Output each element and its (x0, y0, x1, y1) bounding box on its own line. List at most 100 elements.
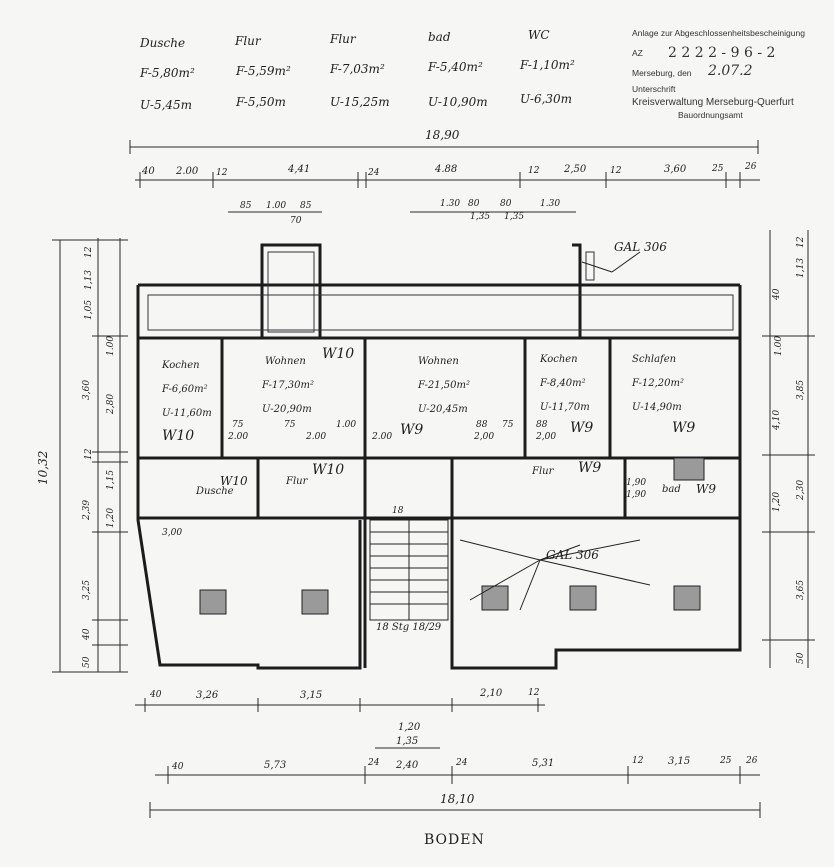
stamp-title: Anlage zur Abgeschlossenheitsbescheinigu… (632, 28, 805, 38)
window-tag: W9 (696, 482, 716, 496)
dim-right: 12 (796, 236, 806, 248)
dim-left: 2,39 (82, 499, 92, 520)
rooms-table-area: F-1,10m² (520, 58, 575, 72)
dim-left: 1.00 (106, 335, 116, 356)
dim-left: 1,20 (106, 507, 116, 528)
room-area: F-6,60m² (162, 384, 208, 395)
dim-bottom: 12 (528, 688, 540, 698)
room-perimeter: U-11,70m (540, 402, 590, 413)
rooms-table-header: Flur (235, 34, 261, 48)
dim-right: 3,85 (796, 379, 806, 400)
plan-title: BODEN (424, 832, 485, 848)
dim-top: 25 (712, 164, 724, 174)
rooms-table-perimeter: U-15,25m (330, 95, 390, 109)
dim-window: 1,35 (470, 212, 491, 222)
room-name: Kochen (162, 360, 200, 371)
dim-door: 2.00 (372, 432, 393, 442)
rooms-table-header: Flur (330, 32, 356, 46)
rooms-table-header: WC (528, 28, 550, 42)
rooms-table-perimeter: U-5,45m (140, 98, 193, 112)
dim-window: 85 (240, 201, 252, 211)
dim-bottom: 2,10 (480, 688, 503, 699)
dim-window: 80 (500, 199, 512, 209)
dim-bottom: 24 (368, 758, 380, 768)
window-tag: W10 (162, 428, 195, 444)
dim-bottom: 3,26 (196, 690, 219, 701)
dim-right: 3,65 (796, 579, 806, 600)
rooms-table-perimeter: U-10,90m (428, 95, 488, 109)
dim-door: 2,00 (474, 432, 495, 442)
rooms-table-perimeter: U-6,30m (520, 92, 573, 106)
dim-door: 3,00 (162, 528, 183, 538)
dim-top-start: 40 (142, 166, 155, 177)
rooms-table-area: F-5,59m² (236, 64, 291, 78)
room-area: F-8,40m² (540, 378, 586, 389)
dim-top: 2.00 (176, 166, 199, 177)
rooms-table-header: bad (428, 30, 451, 44)
gal-label-top: GAL 306 (614, 240, 667, 254)
window-tag: W9 (578, 460, 602, 476)
dim-right: 1,20 (772, 491, 782, 512)
dim-door: 75 (502, 420, 514, 430)
dim-top: 3,60 (664, 164, 687, 175)
room-perimeter: U-20,90m (262, 404, 312, 415)
dim-door: 88 (536, 420, 548, 430)
window-tag: W10 (312, 462, 345, 478)
room-name: Wohnen (418, 356, 459, 367)
dim-right: 1.00 (774, 335, 784, 356)
dim-right: 1,13 (796, 257, 806, 278)
dim-door: 88 (476, 420, 488, 430)
dim-stair: 1,35 (396, 736, 419, 747)
dim-left: 1,15 (106, 469, 116, 490)
room-name: Wohnen (265, 356, 306, 367)
dim-window: 85 (300, 201, 312, 211)
dim-left: 12 (84, 448, 94, 460)
rooms-table-perimeter: F-5,50m (236, 95, 286, 109)
dim-door: 1,90 (626, 478, 647, 488)
stamp-az-label: AZ (632, 48, 643, 58)
dim-top: 12 (216, 168, 228, 178)
stamp-date: 2.07.2 (708, 63, 753, 79)
stamp-authority: Kreisverwaltung Merseburg-Querfurt (632, 97, 794, 108)
dim-window: 1.30 (440, 199, 461, 209)
dim-bottom-overall: 18,10 (440, 792, 475, 806)
dim-bottom: 24 (456, 758, 468, 768)
dim-left: 2,80 (106, 393, 116, 414)
dim-right: 4,10 (772, 409, 782, 430)
dim-door: 1,90 (626, 490, 647, 500)
dim-bottom: 5,73 (264, 760, 287, 771)
dim-top: 12 (610, 166, 622, 176)
room-perimeter: U-14,90m (632, 402, 682, 413)
room-perimeter: U-11,60m (162, 408, 212, 419)
dim-bottom: 40 (150, 690, 162, 700)
dim-left: 1,05 (84, 299, 94, 320)
dim-window: 1,35 (504, 212, 525, 222)
dim-door: 75 (284, 420, 296, 430)
dim-window: 1.00 (266, 201, 287, 211)
rooms-table-area: F-7,03m² (330, 62, 385, 76)
stamp-sign-label: Unterschrift (632, 84, 676, 94)
dim-door: 2.00 (228, 432, 249, 442)
stairs-number: 18 (392, 506, 404, 516)
rooms-table-area: F-5,80m² (140, 66, 195, 80)
dim-bottom: 25 (720, 756, 732, 766)
dim-top: 2,50 (564, 164, 587, 175)
dim-window: 80 (468, 199, 480, 209)
dim-bottom: 26 (746, 756, 758, 766)
dim-top: 4.88 (435, 164, 458, 175)
dim-left: 12 (84, 246, 94, 258)
room-area: F-12,20m² (632, 378, 684, 389)
dim-bottom: 3,15 (668, 756, 691, 767)
rooms-table-header: Dusche (140, 36, 186, 50)
dim-left: 50 (82, 656, 92, 668)
dim-door: 75 (232, 420, 244, 430)
chimney-blocks (199, 457, 705, 615)
dim-window: 1.30 (540, 199, 561, 209)
window-tag: W10 (220, 474, 248, 488)
dim-window: 70 (290, 216, 302, 226)
dim-right: 50 (796, 652, 806, 664)
dim-top-overall: 18,90 (425, 128, 460, 142)
approval-stamp: Anlage zur Abgeschlossenheitsbescheinigu… (628, 24, 814, 124)
